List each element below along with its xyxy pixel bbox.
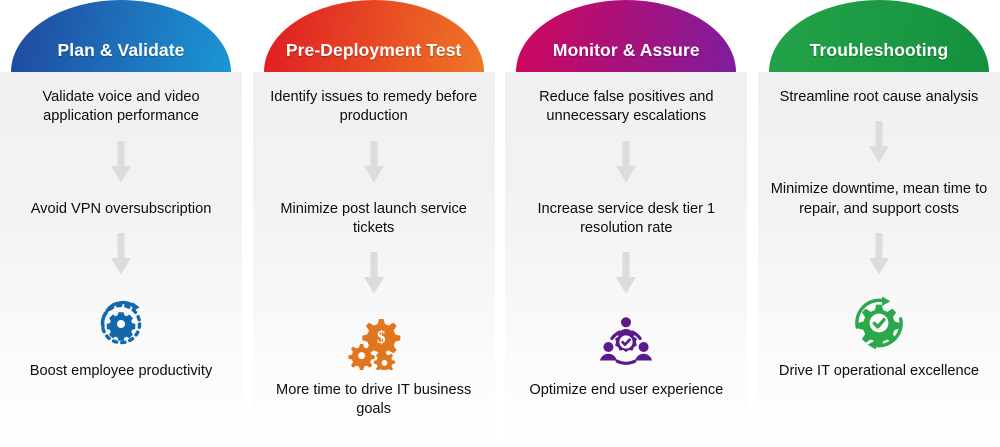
dome-shape — [263, 0, 484, 72]
column-troubleshooting: Troubleshooting Streamline root cause an… — [757, 0, 1000, 447]
step-1-text: Reduce false positives and unnecessary e… — [539, 89, 714, 125]
dome-shape — [516, 0, 737, 72]
panel-body: Reduce false positives and unnecessary e… — [505, 72, 748, 447]
down-arrow-icon — [866, 121, 892, 168]
down-arrow-icon — [613, 140, 639, 188]
dome-shape — [11, 0, 231, 72]
panel-body: Validate voice and video application per… — [0, 72, 242, 447]
step-2-text: Avoid VPN oversubscription — [30, 200, 212, 217]
gear-refresh-icon — [94, 290, 148, 356]
step-2-text: Minimize post launch service tickets — [280, 200, 467, 236]
dome-header-monitor-assure — [505, 0, 747, 72]
dome-header-pre-deployment-test — [253, 0, 495, 72]
step-1-text: Identify issues to remedy before product… — [270, 89, 478, 125]
down-arrow-icon — [108, 232, 134, 280]
dome-shape — [768, 0, 989, 72]
dome-header-troubleshooting — [758, 0, 1000, 72]
gears-dollar-icon: $ — [346, 309, 402, 375]
column-pre-deployment-test: Pre-Deployment Test Identify issues to r… — [252, 0, 495, 447]
down-arrow-icon — [866, 232, 892, 280]
svg-text:$: $ — [377, 327, 386, 347]
down-arrow-icon — [613, 252, 639, 299]
step-2-text: Minimize downtime, mean time to repair, … — [770, 181, 988, 217]
dome-header-plan-validate — [0, 0, 242, 72]
gear-check-refresh-icon — [851, 290, 907, 356]
outcome-text: Boost employee productivity — [29, 362, 213, 379]
column-plan-validate: Plan & Validate Validate voice and video… — [0, 0, 242, 447]
column-monitor-assure: Monitor & Assure Reduce false positives … — [505, 0, 748, 447]
panel-body: Identify issues to remedy before product… — [252, 72, 495, 447]
down-arrow-icon — [361, 140, 387, 188]
outcome-text: Optimize end user experience — [529, 382, 724, 398]
outcome-text: More time to drive IT business goals — [276, 382, 472, 418]
down-arrow-icon — [361, 252, 387, 299]
step-2-text: Increase service desk tier 1 resolution … — [537, 200, 716, 236]
step-1-text: Validate voice and video application per… — [42, 89, 200, 125]
down-arrow-icon — [108, 140, 134, 188]
step-1-text: Streamline root cause analysis — [779, 89, 979, 105]
outcome-text: Drive IT operational excellence — [778, 362, 980, 379]
panel-body: Streamline root cause analysis Minimize … — [757, 72, 1000, 447]
team-check-icon — [598, 309, 654, 375]
